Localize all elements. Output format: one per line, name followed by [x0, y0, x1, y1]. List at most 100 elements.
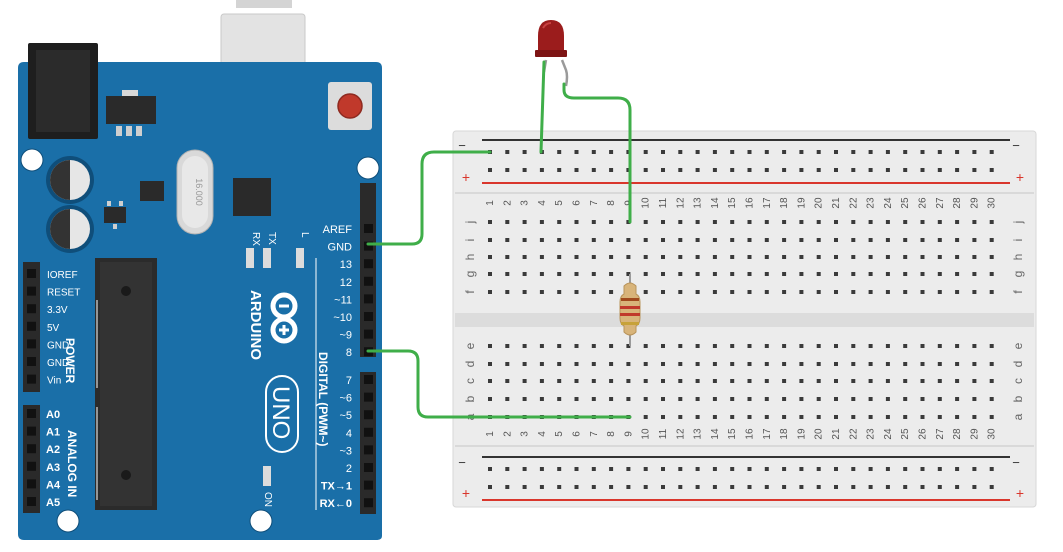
breadboard-hole[interactable] [885, 238, 890, 242]
rail-hole[interactable] [834, 485, 838, 489]
rail-hole[interactable] [712, 467, 717, 471]
breadboard-hole[interactable] [643, 238, 648, 242]
header-pin[interactable] [27, 497, 36, 506]
rail-hole[interactable] [695, 485, 700, 489]
breadboard-hole[interactable] [609, 220, 614, 224]
breadboard-hole[interactable] [937, 344, 942, 348]
breadboard-hole[interactable] [903, 379, 908, 383]
breadboard-hole[interactable] [972, 415, 977, 419]
rail-hole[interactable] [885, 150, 890, 154]
breadboard-hole[interactable] [764, 255, 769, 259]
rail-hole[interactable] [903, 168, 908, 172]
breadboard-hole[interactable] [885, 362, 890, 366]
wire-pin8-to-breadboard[interactable] [366, 349, 632, 419]
breadboard-hole[interactable] [782, 272, 787, 276]
breadboard-hole[interactable] [609, 255, 614, 259]
header-pin[interactable] [364, 410, 373, 420]
breadboard-hole[interactable] [488, 238, 492, 242]
breadboard-hole[interactable] [505, 397, 510, 401]
header-pin[interactable] [364, 375, 373, 384]
breadboard-hole[interactable] [747, 379, 752, 383]
breadboard-hole[interactable] [661, 255, 665, 259]
rail-hole[interactable] [695, 150, 700, 154]
breadboard-hole[interactable] [989, 379, 994, 383]
rail-hole[interactable] [505, 150, 510, 154]
breadboard-hole[interactable] [972, 290, 977, 294]
breadboard-hole[interactable] [851, 415, 856, 419]
header-pin[interactable] [27, 304, 36, 314]
breadboard-hole[interactable] [799, 290, 804, 294]
rail-hole[interactable] [609, 485, 614, 489]
rail-hole[interactable] [747, 485, 752, 489]
breadboard-hole[interactable] [678, 255, 683, 259]
breadboard-hole[interactable] [661, 379, 665, 383]
breadboard-hole[interactable] [522, 220, 527, 224]
rail-hole[interactable] [989, 168, 994, 172]
breadboard-hole[interactable] [712, 272, 717, 276]
breadboard-hole[interactable] [747, 415, 752, 419]
breadboard-hole[interactable] [695, 272, 700, 276]
breadboard-hole[interactable] [937, 238, 942, 242]
breadboard-hole[interactable] [747, 344, 752, 348]
breadboard-hole[interactable] [695, 344, 700, 348]
breadboard-hole[interactable] [661, 344, 665, 348]
rail-hole[interactable] [816, 168, 821, 172]
rail-hole[interactable] [626, 485, 631, 489]
header-pin[interactable] [27, 461, 36, 471]
breadboard-hole[interactable] [643, 220, 648, 224]
header-pin[interactable] [27, 269, 36, 278]
rail-hole[interactable] [782, 485, 787, 489]
header-pin[interactable] [27, 357, 36, 366]
breadboard-hole[interactable] [972, 238, 977, 242]
breadboard-hole[interactable] [626, 362, 631, 366]
rail-hole[interactable] [609, 168, 614, 172]
rail-hole[interactable] [868, 168, 873, 172]
rail-hole[interactable] [591, 168, 596, 172]
breadboard-hole[interactable] [972, 344, 977, 348]
breadboard-hole[interactable] [730, 379, 735, 383]
breadboard-hole[interactable] [937, 362, 942, 366]
breadboard-hole[interactable] [851, 255, 856, 259]
rail-hole[interactable] [557, 150, 562, 154]
breadboard-hole[interactable] [557, 344, 562, 348]
rail-hole[interactable] [834, 168, 838, 172]
header-pin[interactable] [27, 286, 36, 296]
breadboard-hole[interactable] [678, 415, 683, 419]
rail-hole[interactable] [626, 467, 631, 471]
breadboard-hole[interactable] [937, 379, 942, 383]
breadboard-hole[interactable] [920, 362, 925, 366]
rail-hole[interactable] [661, 485, 665, 489]
rail-hole[interactable] [712, 168, 717, 172]
rail-hole[interactable] [539, 168, 544, 172]
rail-hole[interactable] [816, 467, 821, 471]
rail-hole[interactable] [799, 485, 804, 489]
breadboard-hole[interactable] [799, 255, 804, 259]
rail-hole[interactable] [972, 150, 977, 154]
breadboard-hole[interactable] [989, 344, 994, 348]
breadboard-hole[interactable] [816, 362, 821, 366]
header-pin[interactable] [364, 427, 373, 437]
breadboard-hole[interactable] [955, 397, 960, 401]
rail-hole[interactable] [747, 168, 752, 172]
breadboard-hole[interactable] [989, 238, 994, 242]
rail-hole[interactable] [557, 467, 562, 471]
rail-hole[interactable] [764, 485, 769, 489]
breadboard-hole[interactable] [851, 220, 856, 224]
breadboard-hole[interactable] [609, 238, 614, 242]
breadboard-hole[interactable] [782, 290, 787, 294]
rail-hole[interactable] [505, 467, 510, 471]
breadboard-hole[interactable] [799, 379, 804, 383]
breadboard-hole[interactable] [591, 272, 596, 276]
breadboard-hole[interactable] [955, 255, 960, 259]
breadboard-hole[interactable] [643, 379, 648, 383]
header-pin[interactable] [364, 445, 373, 455]
rail-hole[interactable] [678, 150, 683, 154]
rail-hole[interactable] [539, 485, 544, 489]
breadboard-hole[interactable] [851, 344, 856, 348]
breadboard-hole[interactable] [574, 220, 579, 224]
breadboard-hole[interactable] [591, 344, 596, 348]
breadboard-hole[interactable] [903, 255, 908, 259]
breadboard-hole[interactable] [695, 415, 700, 419]
breadboard-hole[interactable] [920, 397, 925, 401]
wire-gnd-to-rail[interactable] [366, 150, 492, 246]
